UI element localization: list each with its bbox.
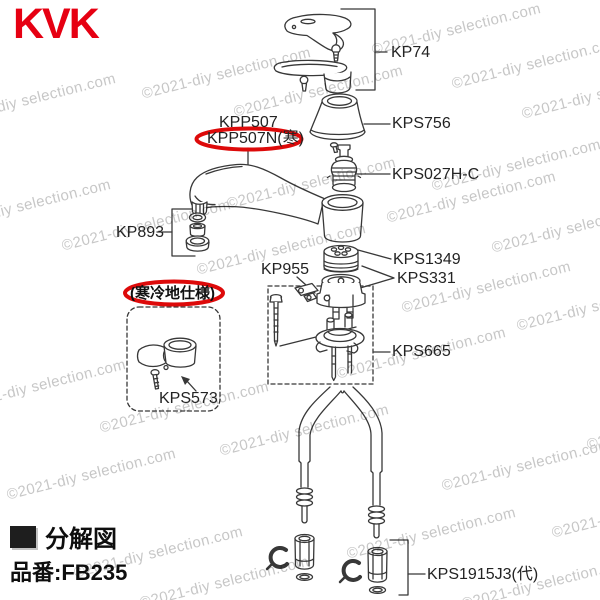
diagram-title-row: 分解図 [10, 519, 117, 554]
kps665-mount-art [269, 282, 365, 382]
kps1349-kps331-valve-art [316, 244, 366, 320]
part-label-kps573: KPS573 [159, 390, 218, 407]
part-label-kps1915j3: KPS1915J3(代) [427, 566, 539, 583]
supply-tubes-art [295, 386, 386, 539]
kp74-handle-art [273, 13, 352, 94]
part-label-kps027hc: KPS027H-C [392, 166, 480, 183]
highlight-ellipse-kpp507n [194, 126, 304, 152]
highlight-ellipse-cold-spec [123, 279, 225, 307]
part-label-kp893: KP893 [116, 224, 165, 241]
part-label-kpp507n: KPP507N(寒) [207, 130, 304, 147]
section-marker-square [10, 525, 36, 548]
part-label-kps331: KPS331 [397, 270, 456, 287]
part-label-kpp507: KPP507 [219, 114, 278, 131]
kpp507-spout-art [189, 163, 325, 225]
part-label-kps665: KPS665 [392, 343, 451, 360]
part-label-kps1349: KPS1349 [393, 251, 461, 268]
kps573-cold-part-art [136, 337, 197, 390]
spout-base-art [321, 194, 364, 243]
kvk-logo: KVK [13, 0, 100, 48]
diagram-title: 分解図 [45, 526, 117, 553]
part-label-kps756: KPS756 [392, 115, 451, 132]
kps756-cap-art [309, 93, 366, 154]
kps027hc-cartridge-art [326, 144, 362, 193]
cold-spec-note: (寒冷地仕様) [130, 285, 215, 302]
product-code: 品番:FB235 [10, 560, 128, 585]
part-label-kp955: KP955 [261, 261, 310, 278]
kp893-aerator-parts-art [185, 212, 210, 252]
kps1915j3-fittings-art [265, 533, 389, 596]
kps665-dashed-box [267, 285, 374, 385]
cold-spec-dashed-box [126, 306, 221, 412]
part-label-kp74: KP74 [391, 44, 431, 61]
